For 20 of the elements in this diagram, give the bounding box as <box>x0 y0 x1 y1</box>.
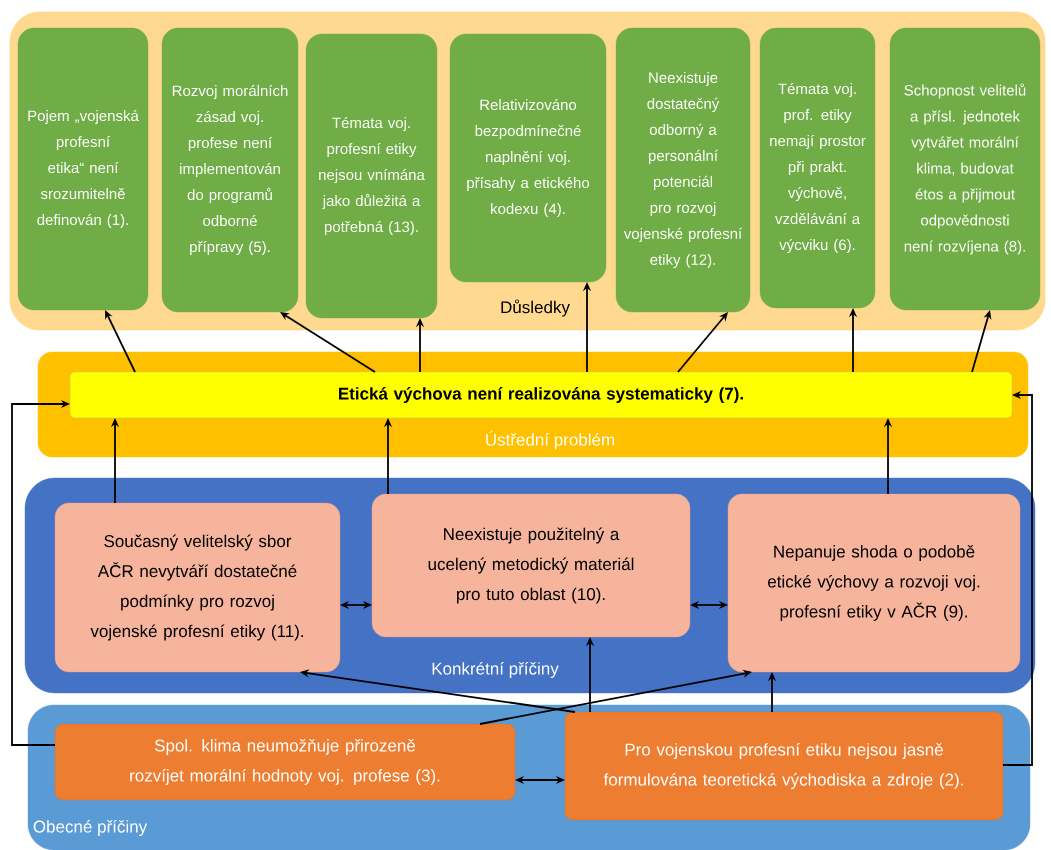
arrow <box>677 312 728 373</box>
consequence-box: Témata voj. prof. etiky nemají prostor při prakt. výchově, vzdělávání a výcviku (6). <box>759 27 876 309</box>
consequence-box: Neexistuje dostatečný odborný a personální potenciál pro rozvoj vojenské profesní etiky (12). <box>615 27 751 313</box>
band-label: Konkrétní příčiny <box>432 662 559 678</box>
consequence-box: Témata voj. profesní etiky nejsou vnímána jako důležitá a potřebná (13). <box>305 33 438 319</box>
consequence-box: Pojem „vojenská profesní etika“ není srozumitelně definován (1). <box>17 27 149 311</box>
cause-box: Nepanuje shoda o podobě etické výchovy a rozvoji voj. profesní etiky v AČR (9). <box>727 493 1021 673</box>
cause-box: Neexistuje použitelný a ucelený metodický materiál pro tuto oblast (10). <box>371 493 691 638</box>
problem-box: Etická výchova není realizována systematicky (7). <box>69 371 1013 419</box>
arrow <box>280 312 376 373</box>
arrow <box>105 310 136 373</box>
general-cause-box: Spol. klima neumožňuje přirozeně rozvíjet morální hodnoty voj. profese (3). <box>54 723 516 801</box>
cause-box: Současný velitelský sbor AČR nevytváří dostatečné podmínky pro rozvoj vojenské profesní etiky (11). <box>54 502 341 673</box>
band-label: Důsledky <box>501 299 570 317</box>
band-label: Obecné příčiny <box>33 819 148 836</box>
general-cause-box: Pro vojenskou profesní etiku nejsou jasně formulována teoretická východiska a zdroje (2). <box>564 711 1004 821</box>
consequence-box: Schopnost velitelů a přísl. jednotek vytvářet morální klima, budovat étos a přijmout odpovědnosti není rozvíjena (8). <box>889 27 1041 311</box>
band-label: Ústřední problém <box>486 430 615 450</box>
consequence-box: Relativizováno bezpodmínečné naplnění voj. přísahy a etického kodexu (4). <box>449 33 607 283</box>
consequence-box: Rozvoj morálních zásad voj. profese není implementován do programů odborné přípravy (5). <box>161 27 299 313</box>
